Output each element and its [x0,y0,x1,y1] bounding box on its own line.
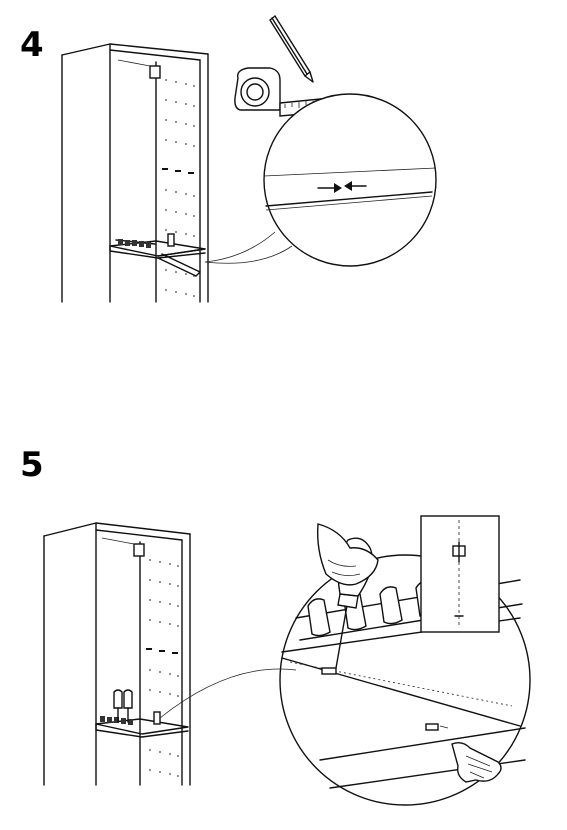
shelf-pin-holes-step4 [162,79,195,297]
small-screwdriver-icon [113,689,133,723]
step-4-illustration [61,14,437,303]
second-mark [425,723,439,731]
pencil-in-cabinet-icon [157,253,201,277]
detail-inset [420,515,500,633]
shelf-bracket-step5 [153,711,161,725]
hinge-mark [321,667,337,675]
top-bracket-step5 [133,543,145,557]
cabinet-frame-step4 [61,43,209,303]
step-5-illustration [43,515,531,806]
cabinet-frame-step5 [43,522,191,786]
top-bracket [149,65,161,79]
step-number-4: 4 [20,25,44,65]
step-number-5: 5 [20,445,44,485]
shelf-bracket-step4 [167,233,175,247]
rail-teeth-step5 [100,716,133,725]
rail-teeth [118,239,151,248]
callout-line [159,668,297,719]
detail-magnifier-step4 [204,93,437,267]
hand-holding-screwdriver [316,523,379,586]
pointing-hand-icon [451,741,502,783]
pencil-icon [269,14,314,83]
shelf-pin-holes-step5 [146,559,179,777]
